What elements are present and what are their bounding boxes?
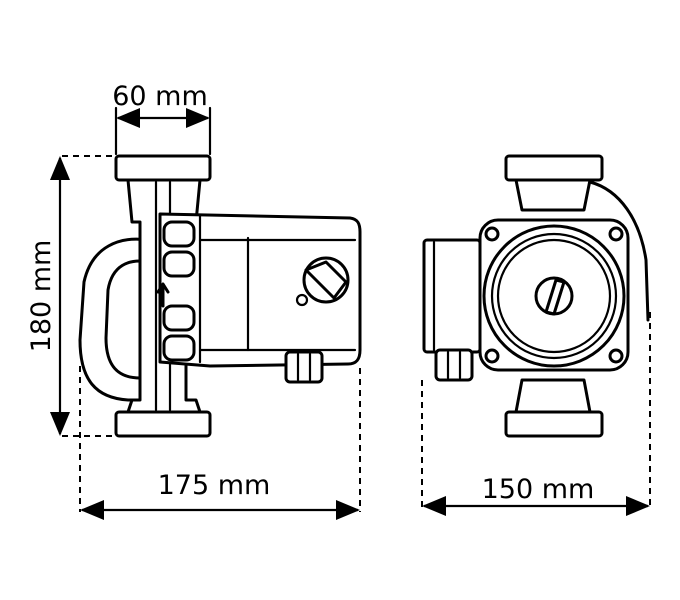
- label-width-front: 150 mm: [482, 474, 595, 505]
- bolt-icon-bl: [484, 348, 500, 364]
- front-terminal-box: [422, 238, 482, 354]
- side-bottom-flange: [114, 410, 212, 438]
- side-motor-housing: [158, 212, 362, 368]
- side-view: [78, 154, 362, 438]
- side-indicator-dot: [295, 293, 309, 307]
- label-length-side: 175 mm: [158, 470, 271, 501]
- flow-direction-icon: [156, 282, 170, 308]
- bolt-icon-br: [608, 348, 624, 364]
- side-rib-3: [162, 304, 196, 332]
- side-rib-2: [162, 250, 196, 278]
- front-pipe-loop: [588, 180, 650, 322]
- bolt-icon-tl: [484, 226, 500, 242]
- bolt-icon-tr: [608, 226, 624, 242]
- speed-knob-handle: [304, 260, 348, 300]
- side-cable-gland: [284, 350, 324, 384]
- side-top-flange: [114, 154, 212, 182]
- front-bottom-flange: [504, 410, 604, 438]
- front-top-neck: [514, 178, 592, 212]
- dimension-lines: [49, 106, 651, 521]
- label-height: 180 mm: [26, 240, 57, 353]
- front-motor-ring-3: [496, 238, 612, 354]
- front-bottom-neck: [514, 378, 592, 414]
- side-pipe-loop-inner: [104, 259, 152, 380]
- front-top-flange: [504, 154, 604, 182]
- front-cable-gland: [434, 348, 474, 382]
- label-width-top: 60 mm: [112, 81, 208, 112]
- side-rib-4: [162, 334, 196, 362]
- side-pipe-loop: [78, 237, 150, 402]
- center-screw-slot: [544, 278, 566, 316]
- front-motor-ring-2: [490, 232, 618, 360]
- front-view: [422, 154, 650, 438]
- side-rib-1: [162, 220, 196, 248]
